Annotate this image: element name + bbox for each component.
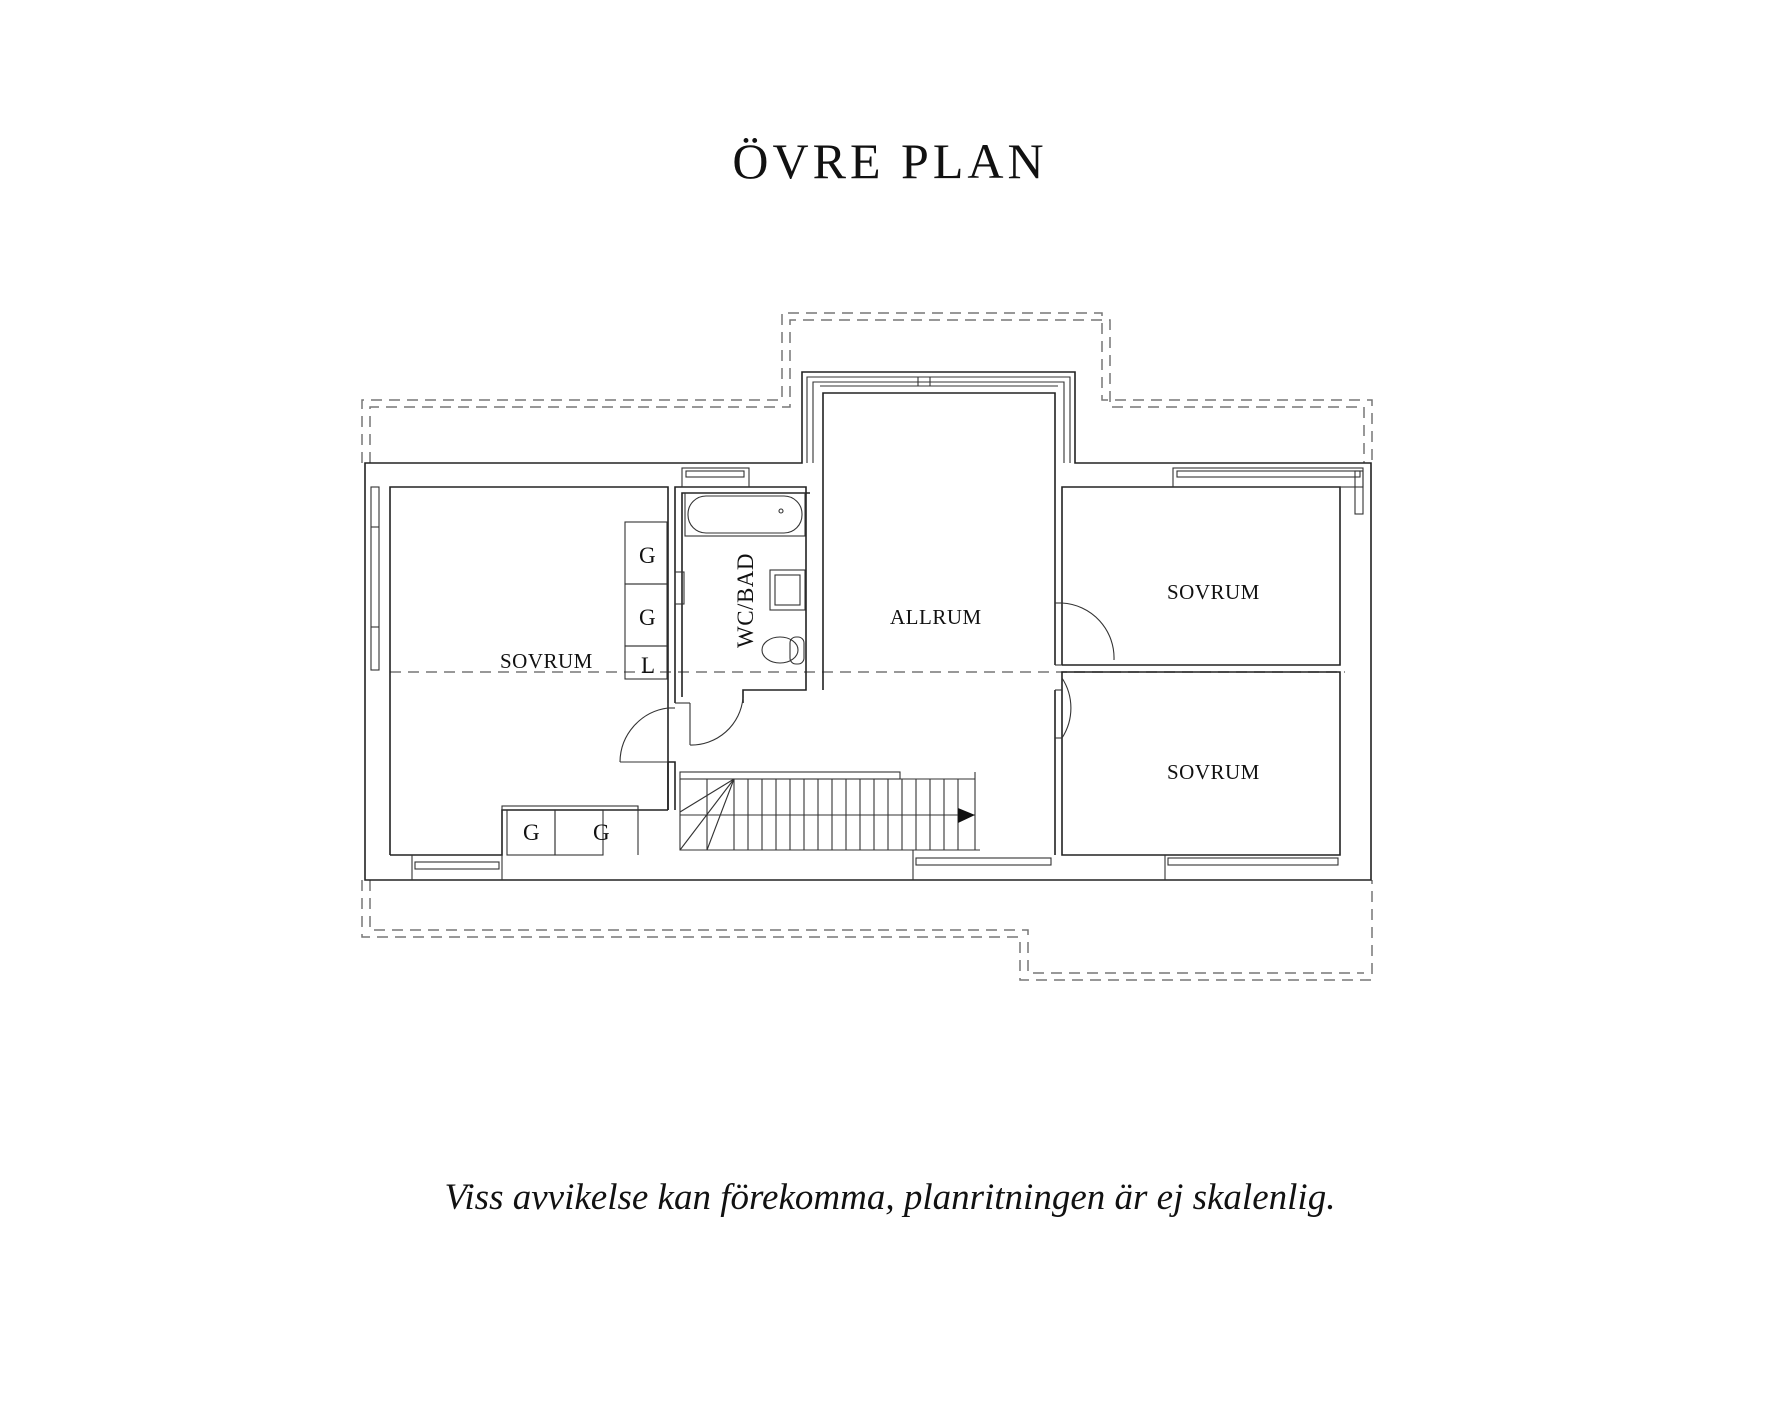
stair-treads [747, 779, 959, 850]
disclaimer-text: Viss avvikelse kan förekomma, planritnin… [444, 1177, 1336, 1218]
staircase [679, 771, 1052, 880]
exterior-walls [364, 371, 1372, 881]
room-allrum [822, 392, 1056, 855]
label-wardrobe-3: G [523, 820, 540, 845]
label-wc-bad: WC/BAD [733, 553, 758, 648]
label-allrum: ALLRUM [890, 605, 982, 629]
stair-direction-arrow-icon [958, 808, 975, 823]
label-wardrobe-1: G [639, 543, 656, 568]
hallway [619, 703, 676, 810]
label-sovrum-left: SOVRUM [500, 649, 593, 673]
label-linen: L [641, 653, 655, 678]
room-sovrum-left [370, 486, 669, 880]
floor-plan-title: ÖVRE PLAN [732, 133, 1048, 189]
room-wc-bad [674, 467, 810, 746]
label-sovrum-top-right: SOVRUM [1167, 580, 1260, 604]
label-sovrum-bottom-right: SOVRUM [1167, 760, 1260, 784]
label-wardrobe-2: G [639, 605, 656, 630]
room-sovrum-top-right [1055, 467, 1364, 666]
room-sovrum-bottom-right [1055, 671, 1341, 880]
label-wardrobe-4: G [593, 820, 610, 845]
